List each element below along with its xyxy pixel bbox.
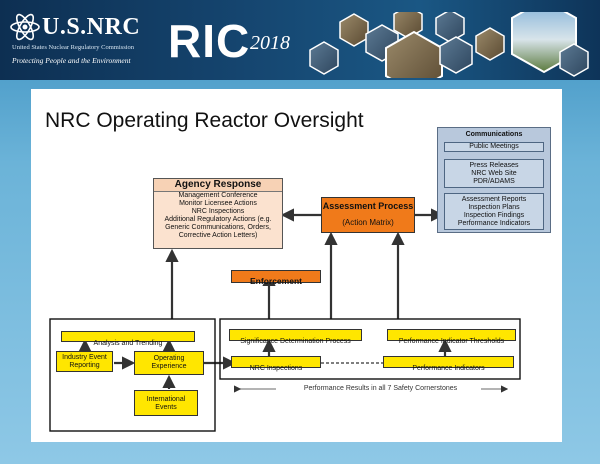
performance-indicators-box: Performance Indicators bbox=[383, 356, 514, 372]
pi-thresholds-box: Performance Indicator Thresholds bbox=[387, 329, 516, 345]
comm-web-line: NRC Web Site bbox=[471, 170, 517, 177]
safety-cornerstones-caption: Performance Results in all 7 Safety Corn… bbox=[303, 385, 458, 392]
action-matrix-label: (Action Matrix) bbox=[342, 218, 394, 227]
comm-indicators-line: Performance Indicators bbox=[457, 220, 531, 227]
comm-pdr-line: PDR/ADAMS bbox=[473, 178, 515, 185]
sdp-label: Significance Determination Process bbox=[240, 338, 351, 345]
communications-heading: Communications bbox=[465, 131, 523, 138]
nrc-logo: U.S.NRC United States Nuclear Regulatory… bbox=[6, 6, 156, 72]
nrc-inspections-box: NRC Inspections bbox=[231, 356, 321, 372]
operating-experience-box: Operating Experience bbox=[134, 351, 204, 375]
analysis-trending-label: Analysis and Trending bbox=[93, 340, 163, 347]
communications-panel: Communications Public Meetings Press Rel… bbox=[437, 127, 551, 233]
agency-response-box: Agency Response Management Conference Mo… bbox=[153, 178, 283, 249]
assessment-process-box: Assessment Process (Action Matrix) bbox=[321, 197, 415, 233]
enforcement-box: Enforcement bbox=[231, 270, 321, 286]
atom-icon bbox=[10, 13, 40, 41]
left-group-frame bbox=[49, 318, 216, 432]
header-banner: U.S.NRC United States Nuclear Regulatory… bbox=[0, 0, 600, 80]
comm-public-meetings-label: Public Meetings bbox=[469, 143, 519, 150]
event-title: RIC bbox=[168, 15, 251, 67]
slide: NRC Operating Reactor Oversight bbox=[31, 89, 562, 442]
logo-wordmark: U.S.NRC bbox=[42, 14, 141, 40]
comm-reports: Assessment Reports Inspection Plans Insp… bbox=[444, 193, 544, 230]
analysis-trending-box: Analysis and Trending bbox=[61, 331, 195, 347]
industry-event-box: Industry Event Reporting bbox=[56, 351, 113, 372]
comm-press-releases: Press Releases NRC Web Site PDR/ADAMS bbox=[444, 159, 544, 188]
agency-line: NRC Inspections bbox=[191, 208, 245, 215]
sdp-box: Significance Determination Process bbox=[229, 329, 362, 345]
international-line: Events bbox=[155, 404, 177, 411]
operating-line: Operating bbox=[153, 355, 185, 362]
comm-findings-line: Inspection Findings bbox=[463, 212, 525, 219]
performance-indicators-label: Performance Indicators bbox=[412, 365, 485, 372]
operating-line: Experience bbox=[151, 363, 187, 370]
pi-thresholds-label: Performance Indicator Thresholds bbox=[398, 338, 505, 345]
enforcement-label: Enforcement bbox=[250, 276, 302, 286]
international-events-box: International Events bbox=[134, 390, 198, 416]
agency-response-heading: Agency Response bbox=[154, 179, 282, 192]
comm-reports-line: Assessment Reports bbox=[461, 196, 527, 203]
agency-line: Generic Communications, Orders, bbox=[165, 224, 271, 231]
industry-line: Reporting bbox=[69, 362, 100, 369]
assessment-process-label: Assessment Process bbox=[322, 201, 414, 211]
industry-line: Industry Event bbox=[62, 354, 107, 361]
banner-photo-collage bbox=[309, 12, 589, 78]
logo-subtitle: United States Nuclear Regulatory Commiss… bbox=[12, 44, 135, 51]
comm-press-line: Press Releases bbox=[469, 162, 519, 169]
comm-plans-line: Inspection Plans bbox=[468, 204, 520, 211]
agency-line: Monitor Licensee Actions bbox=[179, 200, 257, 207]
agency-line: Management Conference bbox=[178, 192, 258, 199]
agency-line: Additional Regulatory Actions (e.g. bbox=[164, 216, 272, 223]
comm-public-meetings: Public Meetings bbox=[444, 142, 544, 152]
nrc-inspections-label: NRC Inspections bbox=[249, 365, 303, 372]
international-line: International bbox=[146, 396, 186, 403]
event-year: 2018 bbox=[250, 32, 290, 54]
right-group-frame bbox=[219, 318, 521, 380]
slide-title: NRC Operating Reactor Oversight bbox=[45, 109, 364, 132]
agency-line: Corrective Action Letters) bbox=[178, 232, 258, 239]
logo-tagline: Protecting People and the Environment bbox=[12, 56, 131, 65]
